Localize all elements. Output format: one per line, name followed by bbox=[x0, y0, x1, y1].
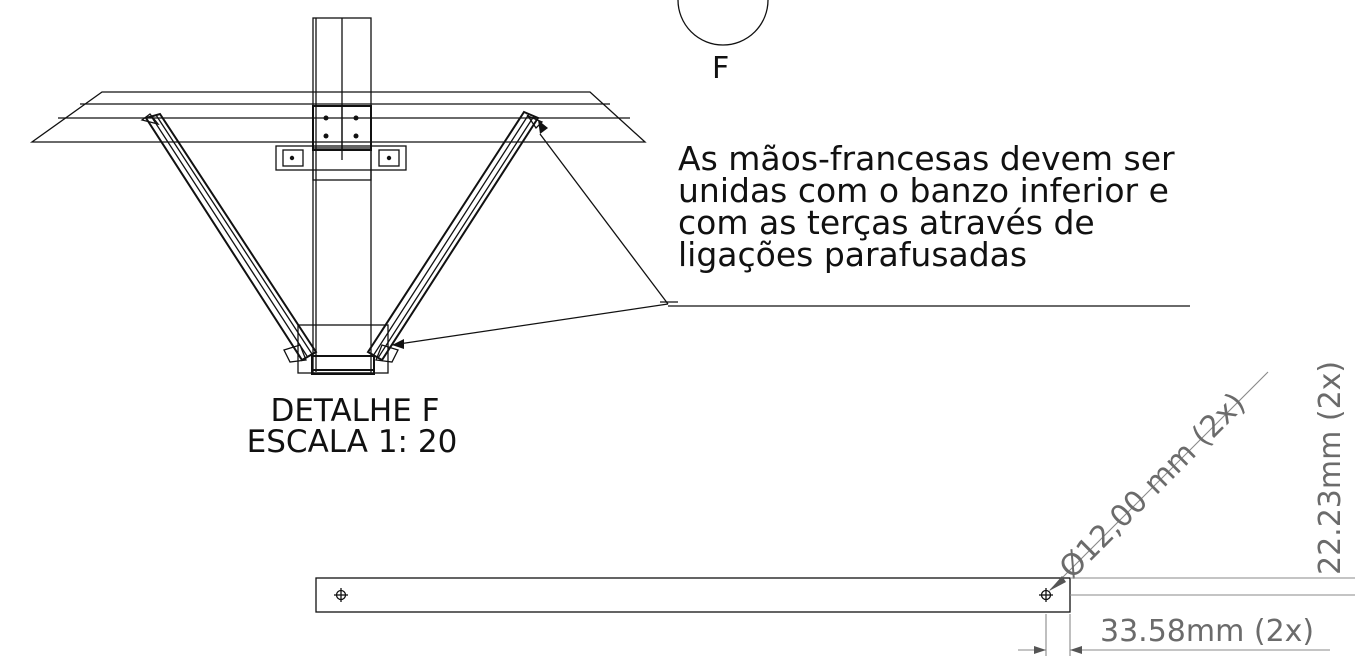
detail-title: DETALHE F bbox=[270, 393, 439, 429]
bolt-icon bbox=[323, 133, 329, 139]
note-line: com as terças através de bbox=[678, 203, 1095, 242]
note-line: As mãos-francesas devem ser bbox=[678, 139, 1175, 178]
bar-part bbox=[315, 577, 1071, 613]
post-web bbox=[312, 147, 372, 181]
left-knee-brace bbox=[140, 112, 318, 362]
bar-outline bbox=[315, 577, 1071, 613]
detail-scale: ESCALA 1: 20 bbox=[247, 424, 458, 460]
hole-icon bbox=[1039, 588, 1053, 602]
right-knee-brace bbox=[366, 110, 544, 362]
note-line: ligações parafusadas bbox=[678, 235, 1027, 274]
edge-distance-dimension: 33.58mm (2x) bbox=[1100, 614, 1314, 649]
arrowhead-icon bbox=[538, 120, 548, 134]
hole-icon bbox=[334, 588, 348, 602]
detail-f-view bbox=[29, 17, 647, 375]
detail-callout-circle bbox=[677, 0, 769, 46]
note-line: unidas com o banzo inferior e bbox=[678, 171, 1169, 210]
arrowhead-icon bbox=[1049, 576, 1066, 591]
note-leader-lines bbox=[391, 120, 1190, 349]
lower-chord-cross bbox=[275, 145, 407, 171]
arrowhead-icon bbox=[1070, 646, 1082, 654]
arrowhead-icon bbox=[392, 339, 404, 349]
hole-diameter-dimension: Ø12,00 mm (2x) bbox=[1053, 386, 1253, 586]
bolt-icon bbox=[353, 115, 359, 121]
detail-marker-letter: F bbox=[712, 51, 729, 86]
bolt-icon bbox=[323, 115, 329, 121]
top-chord bbox=[29, 91, 647, 143]
bolt-icon bbox=[353, 133, 359, 139]
arrowhead-icon bbox=[1034, 646, 1046, 654]
vertical-offset-dimension: 22.23mm (2x) bbox=[1313, 361, 1348, 575]
